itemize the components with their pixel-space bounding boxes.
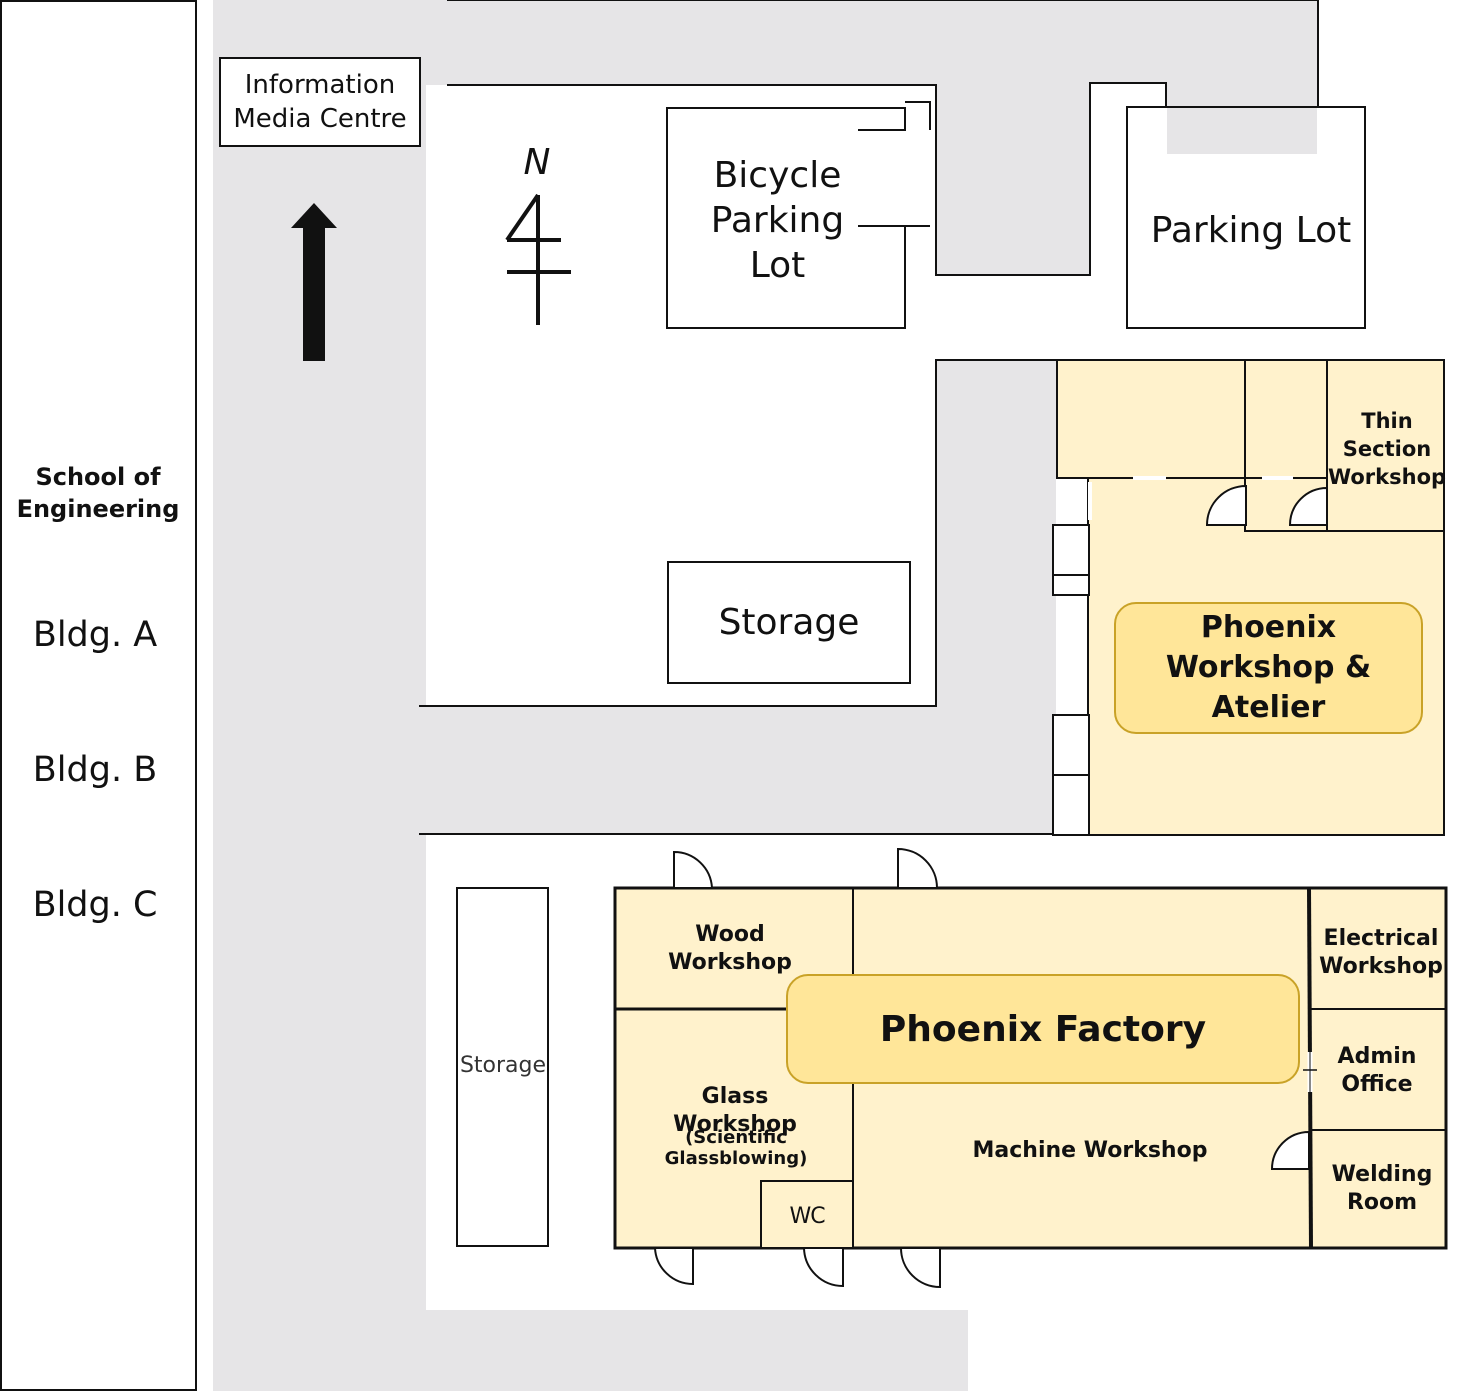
storage-bottom-label: Storage [459,1052,547,1078]
bicycle-parking-label: Bicycle Parking Lot [710,154,845,286]
workshop-atelier-room-upper-mid [1244,359,1328,479]
storage-top-label: Storage [667,561,911,684]
road-edge [447,0,1319,153]
compass-letter: N [523,141,551,183]
bicycle-parking-outline [666,107,906,329]
glass-workshop-subtitle: (Scientific Glassblowing) [664,1127,808,1169]
electrical-workshop-label: Electrical Workshop [1319,926,1443,979]
parking-lot-entrance [1167,108,1317,154]
information-media-centre-label: Information Media Centre [219,57,421,147]
wc-outline [760,1180,854,1249]
road-edge [447,82,1167,276]
school-of-engineering-building [0,0,197,1391]
door-icon [1205,484,1247,526]
door-icon [802,1247,844,1288]
door-icon [899,1247,941,1289]
direction-arrow-icon [291,203,337,361]
door-icon [897,847,939,889]
road-edge [419,359,1056,707]
workshop-atelier-room-upper-left [1056,359,1247,479]
admin-office-label: Admin Office [1337,1044,1417,1097]
bldg-b-label: Bldg. B [32,750,158,790]
north-arrow-icon [505,193,571,325]
door-icon [1288,486,1328,526]
door-icon [653,1247,694,1286]
bicycle-parking-connector [905,101,931,227]
side-bay [1052,524,1090,596]
door-icon [1270,1130,1310,1170]
wc-label: WC [789,1203,825,1229]
door-icon [673,850,714,889]
thin-section-room [1326,359,1445,532]
phoenix-factory-label: Phoenix Factory [786,974,1300,1084]
phoenix-workshop-atelier-label: Phoenix Workshop & Atelier [1114,602,1423,734]
thin-section-workshop-label: Thin Section Workshop [1327,409,1447,489]
wood-workshop-label: Wood Workshop [668,922,792,975]
bldg-c-label: Bldg. C [32,885,158,925]
bldg-a-label: Bldg. A [32,615,158,655]
storage-bottom-outline [456,887,549,1247]
welding-room-label: Welding Room [1331,1162,1433,1215]
machine-workshop-label: Machine Workshop [972,1137,1208,1163]
glass-workshop-label: Glass Workshop [673,1084,797,1137]
school-of-engineering-label: School of Engineering [16,463,180,523]
parking-lot-label: Parking Lot [1150,209,1352,251]
